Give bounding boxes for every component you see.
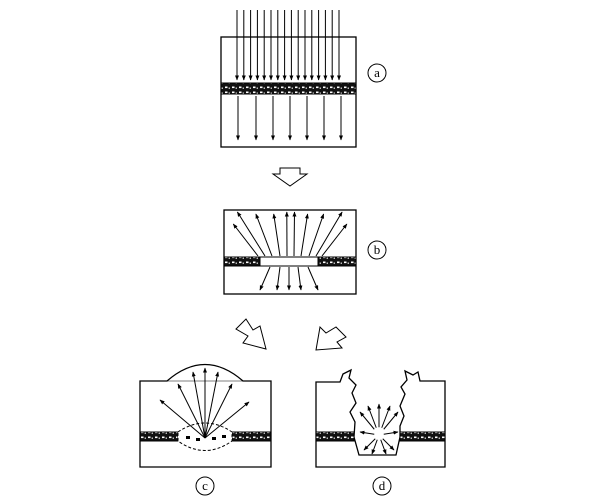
panel-a-outgoing-arrows — [236, 96, 343, 141]
panel-c-layer-left — [139, 431, 179, 442]
burst-arrow — [382, 438, 395, 451]
burst-arrow — [383, 411, 399, 430]
panel-c-layer-right — [231, 431, 272, 442]
panel-b: b — [223, 209, 387, 295]
upward-ejection-arrow — [321, 223, 348, 257]
burst-arrow — [359, 430, 375, 435]
left-down-transition-arrow — [235, 318, 267, 350]
fragment — [186, 436, 190, 439]
panel-a-layer — [220, 82, 357, 95]
panel-d-label: d — [379, 478, 386, 493]
panel-c-fragments — [186, 435, 226, 441]
panel-c-label: c — [202, 478, 208, 493]
upward-ejection-arrow — [255, 213, 273, 257]
upward-ejection-arrow — [315, 211, 343, 257]
fragment — [222, 435, 226, 438]
panel-a-label: a — [374, 65, 380, 80]
upward-ejection-arrow — [300, 213, 309, 257]
burst-arrow — [380, 439, 387, 455]
panel-d-label-circle — [372, 476, 392, 496]
panel-d-layer-left — [315, 431, 355, 442]
panel-c-label-circle — [195, 476, 215, 496]
upward-ejection-arrow — [232, 223, 259, 257]
downward-ejection-arrow — [275, 266, 281, 291]
panel-b-layer-left — [223, 256, 261, 267]
panel-b-layer-right — [317, 256, 357, 267]
down-transition-arrow — [271, 167, 309, 187]
expansion-arrow — [191, 371, 206, 439]
panel-b-label: b — [374, 242, 381, 257]
expansion-arrow — [204, 401, 250, 439]
burst-arrow — [381, 405, 391, 428]
downward-ejection-arrow — [297, 266, 303, 291]
panel-a-incoming-arrows — [235, 10, 341, 81]
panel-b-block — [223, 209, 357, 295]
burst-arrow — [359, 411, 375, 430]
panel-d-block-crater — [315, 368, 446, 468]
panel-b-radial-arrows — [232, 211, 348, 291]
expansion-arrow — [159, 399, 206, 439]
panel-d-layer-right — [399, 431, 446, 442]
burst-arrow — [367, 405, 377, 428]
burst-arrow — [363, 438, 376, 451]
expansion-arrow — [204, 383, 233, 439]
panel-b-label-circle — [367, 240, 387, 260]
panel-c: c — [139, 363, 272, 496]
fragment — [212, 437, 216, 440]
fragment — [196, 438, 200, 441]
panel-d: d — [315, 368, 446, 496]
upward-ejection-arrow — [292, 211, 297, 257]
downward-ejection-arrow — [259, 266, 271, 291]
burst-arrow — [371, 439, 378, 455]
burst-arrow — [383, 430, 399, 435]
expansion-arrow — [177, 383, 206, 439]
upward-ejection-arrow — [272, 213, 281, 257]
upward-ejection-arrow — [308, 213, 325, 257]
downward-ejection-arrow — [307, 266, 319, 291]
panel-a: a — [220, 10, 387, 148]
right-down-transition-arrow — [315, 325, 347, 351]
upward-ejection-arrow — [236, 211, 266, 257]
panel-c-fan-arrows — [159, 367, 250, 439]
panel-d-burst-arrows — [359, 403, 399, 455]
expansion-arrow — [204, 371, 220, 439]
panel-a-label-circle — [367, 63, 387, 83]
